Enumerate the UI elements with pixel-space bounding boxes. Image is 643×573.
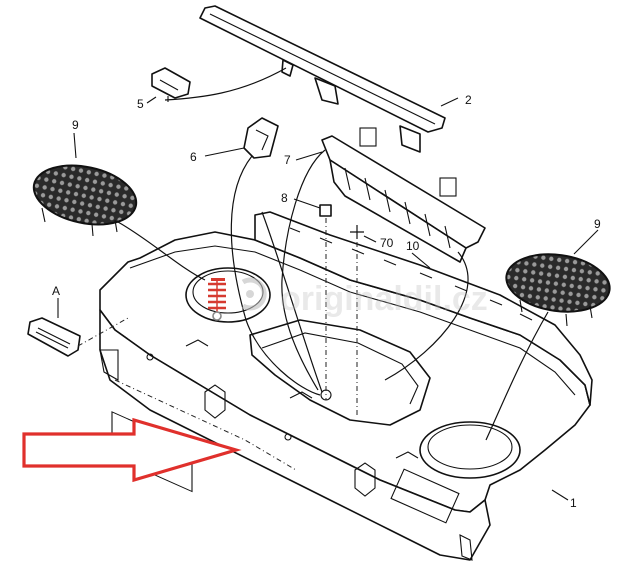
bracket-part-6 (243, 117, 279, 159)
callout-ticks (57, 96, 599, 501)
right-arrow-outline-icon (22, 417, 242, 483)
callout-labels: 1 2 5 6 7 8 9 9 10 70 A (52, 93, 601, 510)
spring-icon (208, 278, 226, 321)
callout-a: A (52, 284, 60, 298)
watermark-logo: originaldil.cz (241, 277, 488, 318)
speaker-grille-left (32, 164, 138, 237)
upper-trim-strip (199, 5, 446, 153)
fastener-part-8 (319, 204, 332, 217)
callout-9-left: 9 (72, 118, 79, 132)
watermark-text: originaldil.cz (280, 280, 488, 318)
callout-7: 7 (284, 153, 291, 167)
callout-2: 2 (465, 93, 472, 107)
callout-9-right: 9 (594, 217, 601, 231)
clip-part-5 (151, 67, 191, 102)
callout-10: 10 (406, 239, 420, 253)
callout-1: 1 (570, 496, 577, 510)
callout-5: 5 (137, 97, 144, 111)
leader-lines (77, 67, 549, 471)
callout-8: 8 (281, 191, 288, 205)
clip-part-a (27, 317, 81, 357)
callout-6: 6 (190, 150, 197, 164)
grille-frame-part-7 (321, 127, 486, 263)
callout-70: 70 (380, 236, 394, 250)
screw-marker-part-70 (350, 225, 377, 243)
speaker-grille-right (505, 253, 611, 327)
